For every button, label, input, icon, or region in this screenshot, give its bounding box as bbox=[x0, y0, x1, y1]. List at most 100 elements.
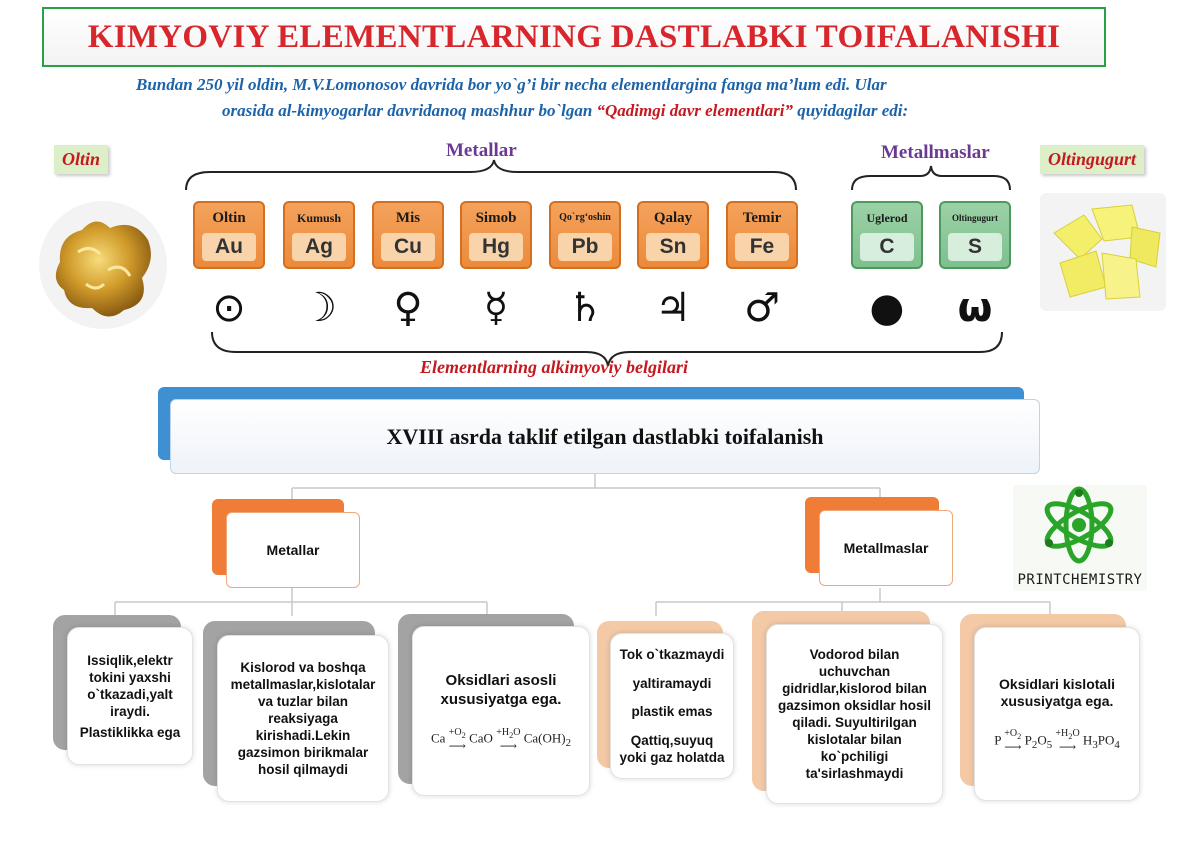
intro-line-2: orasida al-kimyogarlar davridanoq mashhu… bbox=[222, 101, 908, 121]
tile-gold-name: Oltin bbox=[212, 210, 246, 226]
tile-lead-symbol: Pb bbox=[558, 233, 612, 261]
metals-category: Metallar bbox=[226, 512, 360, 588]
tile-iron-symbol: Fe bbox=[735, 233, 789, 261]
nonmetal-card-2-line-1: Vodorod bilan uchuvchan gidridlar,kislor… bbox=[777, 647, 932, 781]
nonmetal-card-3-line-1: Oksidlari kislotali xususiyatga ega. bbox=[999, 676, 1115, 709]
nonmetal-card-reactivity: Vodorod bilan uchuvchan gidridlar,kislor… bbox=[766, 624, 943, 804]
tile-copper-symbol: Cu bbox=[381, 233, 435, 261]
nonmetal-card-1-line-3: plastik emas bbox=[631, 704, 713, 720]
eq-h3po4-hsub: 3 bbox=[1092, 739, 1098, 751]
tile-carbon-symbol: C bbox=[860, 233, 914, 261]
tile-tin-name: Qalay bbox=[653, 210, 693, 226]
eq-arrow-2-reagent: +H bbox=[496, 727, 510, 738]
gold-label: Oltin bbox=[54, 145, 109, 174]
nonmetals-category: Metallmaslar bbox=[819, 510, 953, 586]
nonmetal-card-oxides: Oksidlari kislotali xususiyatga ega. P +… bbox=[974, 627, 1140, 801]
nonmetal-oxide-equation: P +O2⟶ P2O5 +H2O⟶ H3PO4 bbox=[994, 728, 1120, 754]
eq-arrow-1: +O2⟶ bbox=[448, 727, 466, 753]
eq-arrow-4-reagent-end: O bbox=[1072, 728, 1080, 739]
braces-diagram bbox=[185, 159, 1011, 367]
tile-mercury-symbol: Hg bbox=[469, 233, 523, 261]
tile-copper-name: Mis bbox=[395, 210, 421, 226]
metal-card-1-line-2: Plastiklikka ega bbox=[79, 724, 181, 740]
eq-p2o5-o: O bbox=[1037, 732, 1047, 748]
banner-title: XVIII asrda taklif etilgan dastlabki toi… bbox=[386, 423, 824, 449]
metal-card-reactivity: Kislorod va boshqa metallmaslar,kislotal… bbox=[217, 635, 389, 802]
saturn-symbol-icon: ♄ bbox=[567, 285, 603, 331]
metals-group-label: Metallar bbox=[446, 140, 517, 161]
metal-card-conductivity: Issiqlik,elektr tokini yaxshi o`tkazadi,… bbox=[67, 627, 193, 765]
eq-h3po4-osub: 4 bbox=[1114, 739, 1120, 751]
eq-p2o5-psub: 2 bbox=[1031, 739, 1038, 751]
eq-arrow-1-sub: 2 bbox=[461, 731, 466, 740]
tile-tin-symbol: Sn bbox=[646, 233, 700, 261]
metal-card-1-line-1: Issiqlik,elektr tokini yaxshi o`tkazadi,… bbox=[87, 652, 173, 719]
eq-caoh-sub: 2 bbox=[565, 737, 572, 749]
alchemy-brace bbox=[211, 331, 1003, 367]
eq-arrow-2-sub: 2 bbox=[509, 731, 514, 740]
eq-ca: Ca bbox=[430, 730, 446, 746]
gold-nugget-image bbox=[39, 201, 167, 329]
eq-caoh: Ca(OH) bbox=[523, 730, 566, 746]
printchemistry-logo: PRINTCHEMISTRY bbox=[1013, 485, 1147, 591]
tile-sulfur-symbol: S bbox=[948, 233, 1002, 261]
intro-line-1: Bundan 250 yil oldin, M.V.Lomonosov davr… bbox=[136, 75, 887, 94]
venus-symbol-icon: ♀ bbox=[393, 285, 423, 331]
eq-arrow-3-reagent: +O bbox=[1004, 728, 1018, 739]
intro-line-2-end: quyidagilar edi: bbox=[792, 101, 909, 120]
eq-arrow-4: +H2O⟶ bbox=[1055, 728, 1080, 754]
nonmetals-brace bbox=[851, 165, 1011, 191]
carbon-circle-icon: ● bbox=[869, 285, 905, 331]
eq-arrow-1-reagent: +O bbox=[448, 727, 462, 738]
title-banner: KIMYOVIY ELEMENTLARNING DASTLABKI TOIFAL… bbox=[42, 7, 1106, 67]
eq-p2o5-p: P bbox=[1024, 732, 1032, 748]
eq-arrow-2-reagent-end: O bbox=[513, 727, 521, 738]
tile-silver-name: Kumush bbox=[296, 211, 342, 225]
tile-silver-symbol: Ag bbox=[292, 233, 346, 261]
intro-line-2-text: orasida al-kimyogarlar davridanoq mashhu… bbox=[222, 101, 597, 120]
tree-connectors bbox=[114, 474, 1051, 616]
sulfur-omega-icon: ω bbox=[957, 285, 993, 331]
tile-gold-symbol: Au bbox=[202, 233, 256, 261]
eq-arrow-4-reagent: +H bbox=[1055, 728, 1069, 739]
nonmetals-group-label: Metallmaslar bbox=[881, 142, 990, 163]
mercury-symbol-icon: ☿ bbox=[483, 285, 509, 331]
eq-p2o5-osub: 5 bbox=[1046, 739, 1053, 751]
eq-arrow-4-sub: 2 bbox=[1068, 732, 1073, 741]
nonmetal-card-properties: Tok o`tkazmaydi yaltiramaydi plastik ema… bbox=[610, 633, 734, 779]
sun-symbol-icon: ⊙ bbox=[212, 285, 246, 331]
atom-logo-icon bbox=[1044, 486, 1114, 564]
alchemy-caption: Elementlarning alkimyoviy belgilari bbox=[420, 357, 688, 377]
metals-brace bbox=[185, 159, 797, 191]
sulfur-label: Oltingugurt bbox=[1040, 145, 1145, 174]
eq-p: P bbox=[994, 732, 1001, 748]
tile-carbon-name: Uglerod bbox=[866, 211, 908, 225]
eq-h3po4-h: H bbox=[1082, 732, 1093, 748]
page-title: KIMYOVIY ELEMENTLARNING DASTLABKI TOIFAL… bbox=[87, 18, 1061, 55]
eq-arrow-3: +O2⟶ bbox=[1004, 728, 1022, 754]
nonmetal-card-1-line-4: Qattiq,suyuq yoki gaz holatda bbox=[619, 733, 725, 766]
eq-arrow-2: +H2O⟶ bbox=[496, 727, 521, 753]
logo-text: PRINTCHEMISTRY bbox=[1017, 572, 1143, 588]
metal-card-2-line-1: Kislorod va boshqa metallmaslar,kislotal… bbox=[230, 660, 376, 777]
tile-mercury-name: Simob bbox=[475, 210, 517, 226]
moon-symbol-icon: ☽ bbox=[301, 285, 337, 331]
tile-sulfur-name: Oltingugurt bbox=[951, 213, 998, 223]
tile-iron-name: Temir bbox=[742, 210, 782, 226]
nonmetal-card-1-line-1: Tok o`tkazmaydi bbox=[619, 646, 725, 662]
nonmetal-card-1-line-2: yaltiramaydi bbox=[632, 675, 712, 691]
jupiter-symbol-icon: ♃ bbox=[655, 285, 691, 331]
eq-arrow-3-sub: 2 bbox=[1017, 732, 1022, 741]
metal-card-oxides: Oksidlari asosli xususiyatga ega. Ca +O2… bbox=[412, 626, 590, 796]
metal-oxide-equation: Ca +O2⟶ CaO +H2O⟶ Ca(OH)2 bbox=[431, 727, 571, 753]
intro-highlight: “Qadimgi davr elementlari” bbox=[596, 101, 793, 120]
